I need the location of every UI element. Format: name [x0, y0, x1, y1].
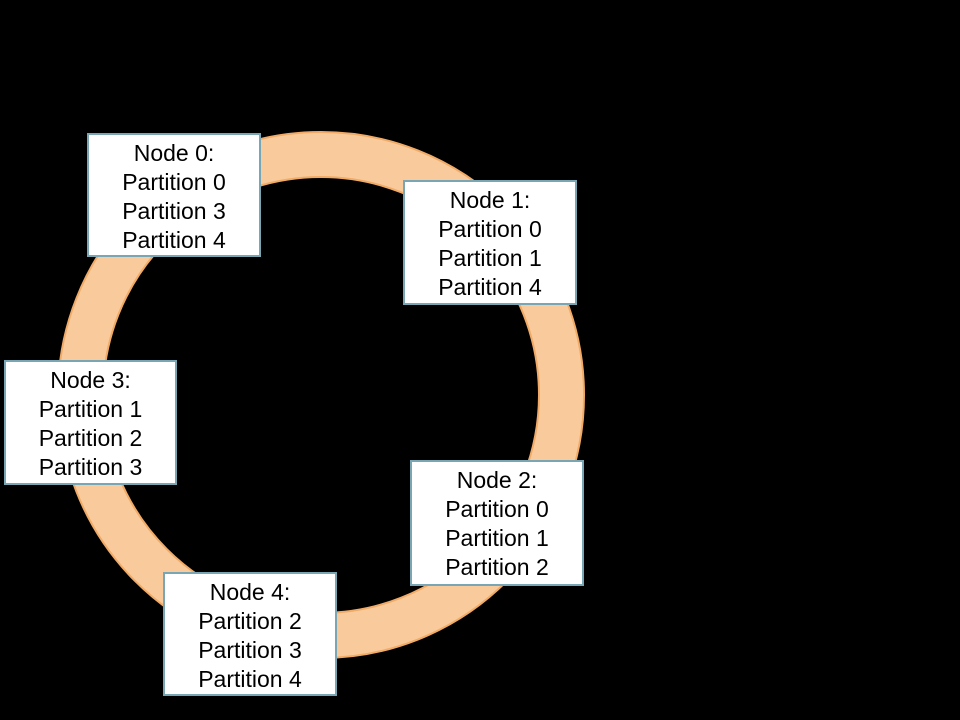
node-partition: Partition 3 — [38, 454, 143, 480]
node-partition: Partition 1 — [445, 525, 549, 551]
node-2-box: Node 2: Partition 0 Partition 1 Partitio… — [410, 460, 584, 586]
node-1-box: Node 1: Partition 0 Partition 1 Partitio… — [403, 180, 577, 305]
node-partition: Partition 4 — [198, 666, 302, 692]
node-title: Node 3: — [50, 367, 131, 393]
node-partition: Partition 4 — [122, 227, 226, 253]
node-partition: Partition 1 — [438, 245, 542, 271]
node-partition: Partition 4 — [438, 274, 542, 300]
node-partition: Partition 3 — [122, 198, 226, 224]
node-title: Node 2: — [456, 467, 538, 493]
node-partition: Partition 2 — [38, 425, 143, 451]
node-partition: Partition 0 — [122, 169, 226, 195]
node-title: Node 0: — [133, 140, 215, 166]
node-4-box: Node 4: Partition 2 Partition 3 Partitio… — [163, 572, 337, 696]
node-partition: Partition 2 — [198, 608, 302, 634]
node-partition: Partition 0 — [445, 496, 549, 522]
node-title: Node 4: — [209, 579, 291, 605]
node-partition: Partition 0 — [438, 216, 542, 242]
node-3-box: Node 3: Partition 1 Partition 2 Partitio… — [4, 360, 177, 485]
node-partition: Partition 1 — [38, 396, 143, 422]
node-title: Node 1: — [449, 187, 531, 213]
node-partition: Partition 3 — [198, 637, 302, 663]
node-0-box: Node 0: Partition 0 Partition 3 Partitio… — [87, 133, 261, 257]
node-partition: Partition 2 — [445, 554, 549, 580]
